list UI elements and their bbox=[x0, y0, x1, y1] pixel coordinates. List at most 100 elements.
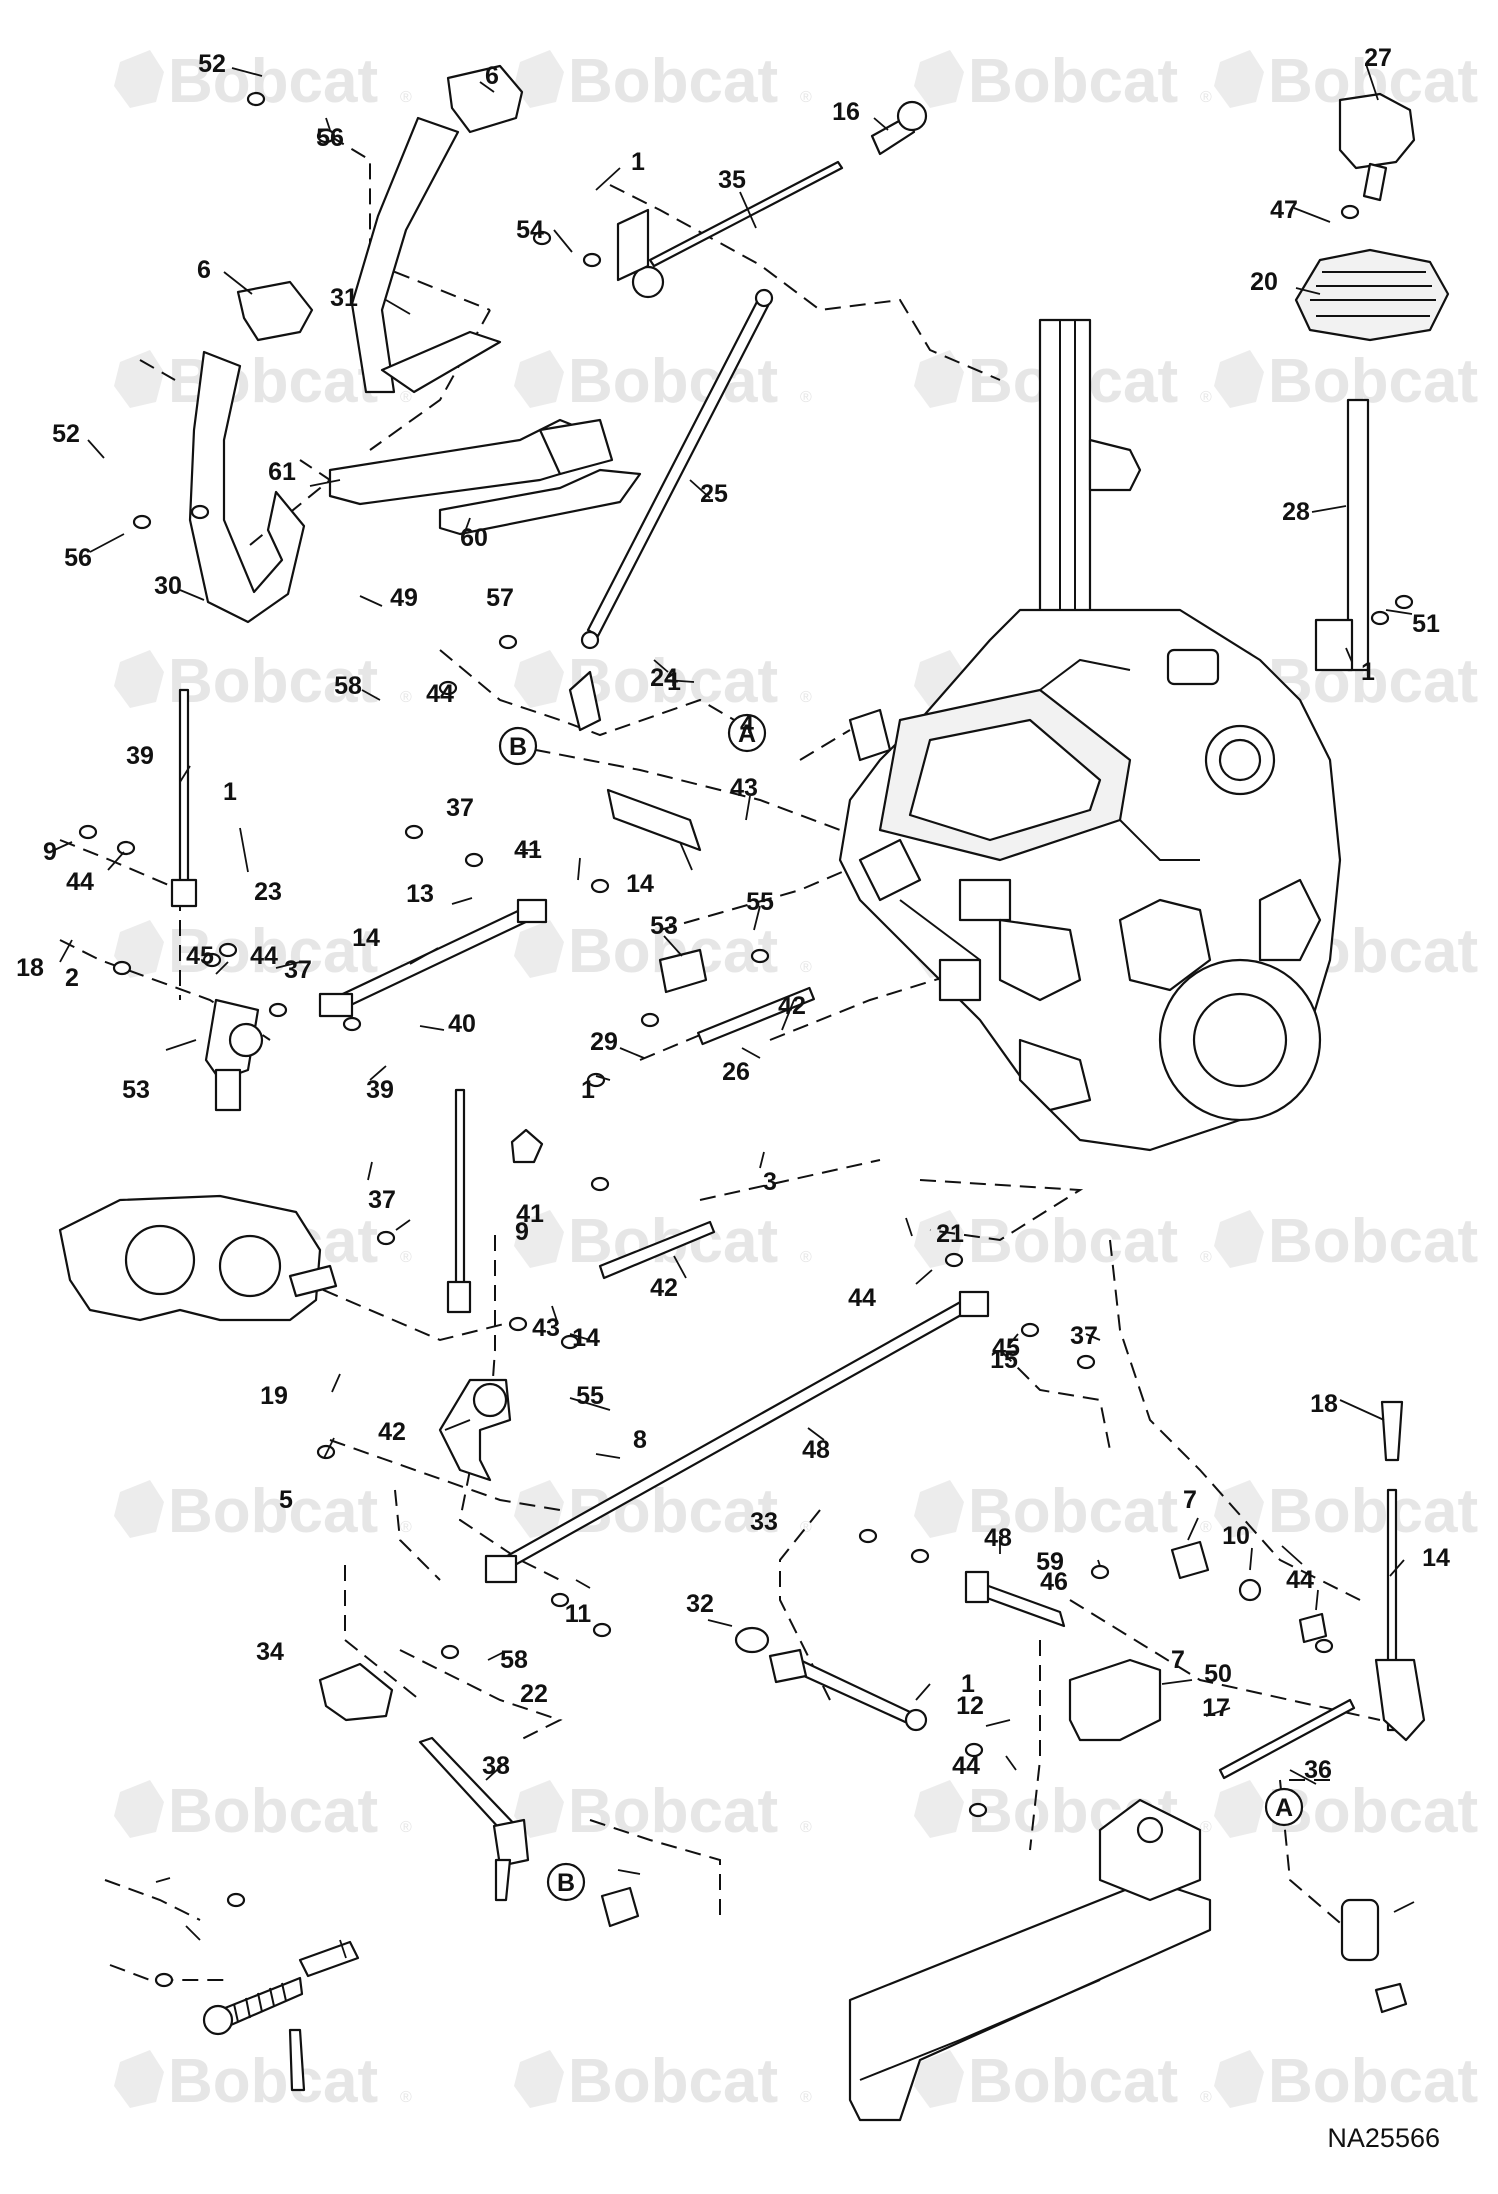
document-id: NA25566 bbox=[1327, 2123, 1440, 2153]
washer bbox=[592, 1622, 612, 1638]
callout-35: 35 bbox=[718, 166, 746, 194]
callout-47: 47 bbox=[1270, 196, 1298, 224]
callout-44: 44 bbox=[426, 680, 454, 708]
callout-31: 31 bbox=[330, 284, 358, 312]
callout-6: 6 bbox=[485, 62, 499, 90]
ref-b-lower: B bbox=[557, 1869, 575, 1897]
callout-50: 50 bbox=[1204, 1660, 1232, 1688]
washer bbox=[964, 1742, 984, 1758]
washer bbox=[116, 840, 136, 856]
watermark-registered: ® bbox=[400, 389, 412, 406]
watermarks: Bobcat ® Bobcat ® Bobcat ® Bobcat ® Bobcat ® Bobca… bbox=[114, 47, 1478, 2116]
callout-41: 41 bbox=[514, 836, 542, 864]
callout-39: 39 bbox=[126, 742, 154, 770]
callout-48: 48 bbox=[802, 1436, 830, 1464]
washer bbox=[316, 128, 336, 144]
leader-lines bbox=[49, 63, 1415, 1959]
watermark-text: Bobcat bbox=[568, 1777, 778, 1846]
callout-41: 41 bbox=[516, 1200, 544, 1228]
watermark-text: Bobcat bbox=[568, 47, 778, 116]
washer bbox=[376, 1230, 396, 1246]
washer bbox=[202, 952, 222, 968]
washer bbox=[1340, 204, 1360, 220]
watermark-logo bbox=[514, 350, 564, 408]
washer bbox=[154, 1972, 174, 1988]
callout-39: 39 bbox=[366, 1076, 394, 1104]
callout-55: 55 bbox=[576, 1382, 604, 1410]
callout-9: 9 bbox=[515, 1218, 529, 1246]
callout-43: 43 bbox=[730, 774, 758, 802]
watermark-logo bbox=[514, 650, 564, 708]
watermark-registered: ® bbox=[1200, 1519, 1212, 1536]
watermark-text: Bobcat bbox=[1268, 1777, 1478, 1846]
callout-58: 58 bbox=[500, 1646, 528, 1674]
watermark-logo bbox=[114, 50, 164, 108]
pedal-30 bbox=[188, 280, 314, 624]
callout-60: 60 bbox=[460, 524, 488, 552]
callout-25: 25 bbox=[700, 480, 728, 508]
watermark-registered: ® bbox=[800, 389, 812, 406]
washer bbox=[1020, 1322, 1040, 1338]
callout-1: 1 bbox=[1361, 658, 1375, 686]
ref-b-upper: B bbox=[509, 733, 527, 761]
washer bbox=[590, 1176, 610, 1192]
callout-20: 20 bbox=[1250, 268, 1278, 296]
watermark-logo bbox=[914, 50, 964, 108]
watermark-registered: ® bbox=[1200, 2089, 1212, 2106]
transmission-housing bbox=[838, 318, 1342, 1152]
watermark-text: Bobcat bbox=[1268, 1207, 1478, 1276]
washer bbox=[1394, 594, 1414, 610]
washer bbox=[498, 634, 518, 650]
watermark-logo bbox=[514, 1210, 564, 1268]
watermark-logo bbox=[514, 1480, 564, 1538]
callout-52: 52 bbox=[52, 420, 80, 448]
callout-32: 32 bbox=[686, 1590, 714, 1618]
watermark-text: Bobcat bbox=[568, 647, 778, 716]
watermark-logo bbox=[514, 2050, 564, 2108]
callout-18: 18 bbox=[16, 954, 44, 982]
callout-42: 42 bbox=[778, 992, 806, 1020]
watermark-registered: ® bbox=[400, 89, 412, 106]
washer bbox=[132, 514, 152, 530]
callout-42: 42 bbox=[378, 1418, 406, 1446]
callout-48: 48 bbox=[984, 1524, 1012, 1552]
watermark-logo bbox=[914, 350, 964, 408]
washer bbox=[750, 948, 770, 964]
boot-20 bbox=[1294, 248, 1450, 342]
washer bbox=[78, 824, 98, 840]
watermark-registered: ® bbox=[800, 959, 812, 976]
rod-lower-4 bbox=[454, 1088, 466, 1292]
callout-8: 8 bbox=[633, 1426, 647, 1454]
callout-38: 38 bbox=[482, 1752, 510, 1780]
watermark-text: Bobcat bbox=[1268, 347, 1478, 416]
callout-23: 23 bbox=[254, 878, 282, 906]
spacer-8 bbox=[1170, 1540, 1210, 1580]
callout-27: 27 bbox=[1364, 44, 1392, 72]
parts bbox=[58, 64, 1450, 2122]
callout-58: 58 bbox=[334, 672, 362, 700]
callout-1: 1 bbox=[631, 148, 645, 176]
callout-53: 53 bbox=[650, 912, 678, 940]
watermark-logo bbox=[1214, 50, 1264, 108]
ref-a-upper: A bbox=[738, 720, 756, 748]
washer bbox=[550, 1592, 570, 1608]
knob-3 bbox=[510, 1128, 544, 1164]
watermark-text: Bobcat bbox=[168, 1777, 378, 1846]
bar-21 bbox=[598, 1220, 716, 1280]
watermark-registered: ® bbox=[800, 689, 812, 706]
callout-37: 37 bbox=[446, 794, 474, 822]
watermark-registered: ® bbox=[1200, 89, 1212, 106]
callout-1: 1 bbox=[223, 778, 237, 806]
callout-44: 44 bbox=[250, 942, 278, 970]
watermark-registered: ® bbox=[800, 1819, 812, 1836]
watermark-registered: ® bbox=[1200, 1249, 1212, 1266]
callout-6: 6 bbox=[197, 256, 211, 284]
callout-34: 34 bbox=[256, 1638, 284, 1666]
callout-7: 7 bbox=[1171, 1646, 1185, 1674]
watermark-logo bbox=[514, 1780, 564, 1838]
washer bbox=[268, 1002, 288, 1018]
watermark-logo bbox=[1214, 2050, 1264, 2108]
shift-knob-27 bbox=[1338, 92, 1416, 202]
